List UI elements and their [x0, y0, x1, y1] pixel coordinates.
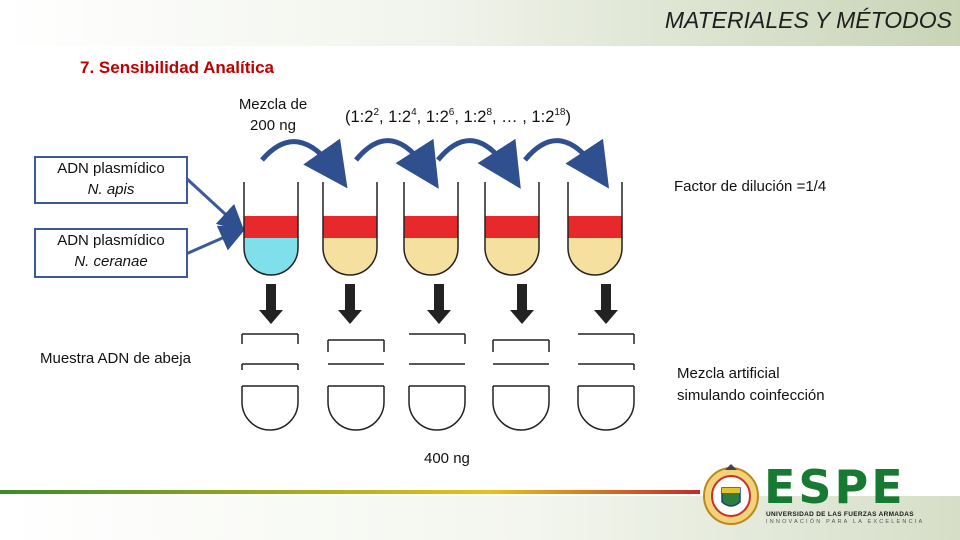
- empty-tube-5: [578, 334, 634, 430]
- down-arrow-5: [594, 284, 618, 324]
- espe-wordmark: ESPE: [764, 464, 906, 510]
- ratio-part: , … , 1:2: [492, 108, 554, 126]
- ratio-part: , 1:2: [454, 108, 486, 126]
- empty-tube-2: [328, 340, 384, 430]
- university-crest-icon: [700, 462, 762, 528]
- empty-tube-4: [493, 340, 549, 430]
- apis-box-line1: ADN plasmídico: [36, 158, 186, 179]
- bee-dna-sample-label: Muestra ADN de abeja: [40, 350, 191, 367]
- artificial-mix-label: Mezcla artificial simulando coinfección: [677, 363, 825, 407]
- espe-university-name: UNIVERSIDAD DE LAS FUERZAS ARMADAS: [766, 511, 914, 518]
- curved-arrow-1: [262, 142, 336, 172]
- ratio-part: (1:2: [345, 108, 373, 126]
- artificial-mix-line1: Mezcla artificial: [677, 363, 825, 385]
- mix-label: Mezcla de 200 ng: [226, 94, 320, 136]
- tube-1: [244, 182, 298, 275]
- mix-label-line2: 200 ng: [226, 115, 320, 136]
- ratio-exponent: 18: [554, 107, 565, 118]
- apis-box-species: N. apis: [36, 179, 186, 200]
- down-arrow-4: [510, 284, 534, 324]
- connector-ceranae: [186, 232, 236, 254]
- curved-arrow-4: [525, 141, 598, 172]
- tube-5: [568, 182, 622, 275]
- artificial-mix-line2: simulando coinfección: [677, 385, 825, 407]
- espe-motto: INNOVACIÓN PARA LA EXCELENCIA: [766, 519, 924, 525]
- tube-3: [404, 182, 458, 275]
- ratio-part: , 1:2: [379, 108, 411, 126]
- curved-arrow-2: [356, 141, 428, 172]
- apis-dna-box: ADN plasmídico N. apis: [34, 156, 188, 204]
- footer-color-bar: [0, 490, 700, 494]
- dilution-factor-label: Factor de dilución =1/4: [674, 178, 826, 195]
- ceranae-box-line1: ADN plasmídico: [36, 230, 186, 251]
- ratio-part: ): [566, 108, 572, 126]
- mix-label-line1: Mezcla de: [226, 94, 320, 115]
- ratio-part: , 1:2: [417, 108, 449, 126]
- dilution-series-label: (1:22, 1:24, 1:26, 1:28, … , 1:218): [345, 108, 571, 127]
- empty-tube-1: [242, 334, 298, 430]
- curved-arrow-3: [438, 141, 510, 172]
- down-arrow-1: [259, 284, 283, 324]
- ceranae-box-species: N. ceranae: [36, 251, 186, 272]
- down-arrow-3: [427, 284, 451, 324]
- connector-apis: [186, 178, 236, 224]
- tube-4: [485, 182, 539, 275]
- ceranae-dna-box: ADN plasmídico N. ceranae: [34, 228, 188, 278]
- empty-tube-3: [409, 334, 465, 430]
- down-arrow-2: [338, 284, 362, 324]
- tube-2: [323, 182, 377, 275]
- amount-label: 400 ng: [424, 450, 470, 467]
- espe-logo: ESPE UNIVERSIDAD DE LAS FUERZAS ARMADAS …: [700, 462, 946, 528]
